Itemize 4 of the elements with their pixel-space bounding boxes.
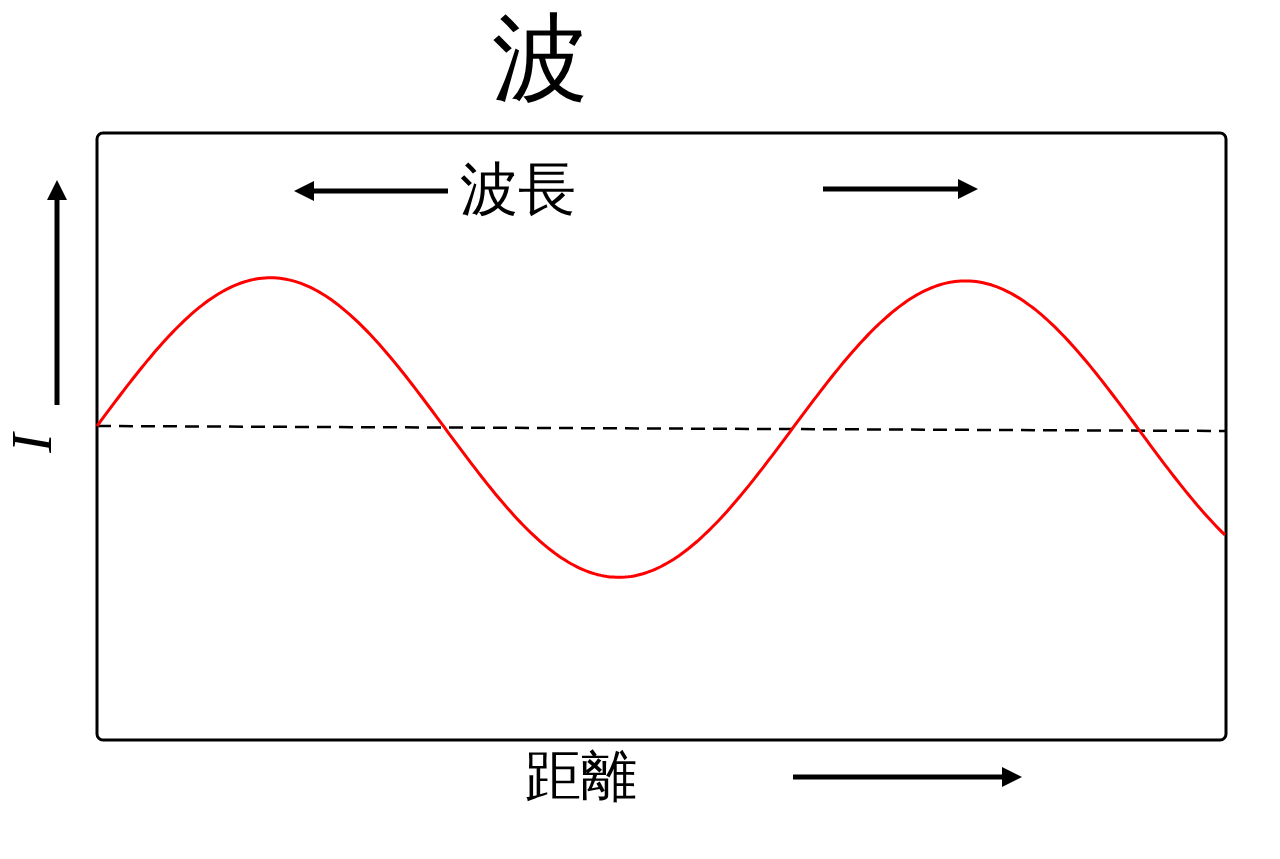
axis-label: I: [2, 433, 61, 453]
title: 波: [492, 10, 588, 106]
axis-label: 距離: [525, 748, 637, 804]
wavelength-label: 波長: [460, 160, 576, 218]
